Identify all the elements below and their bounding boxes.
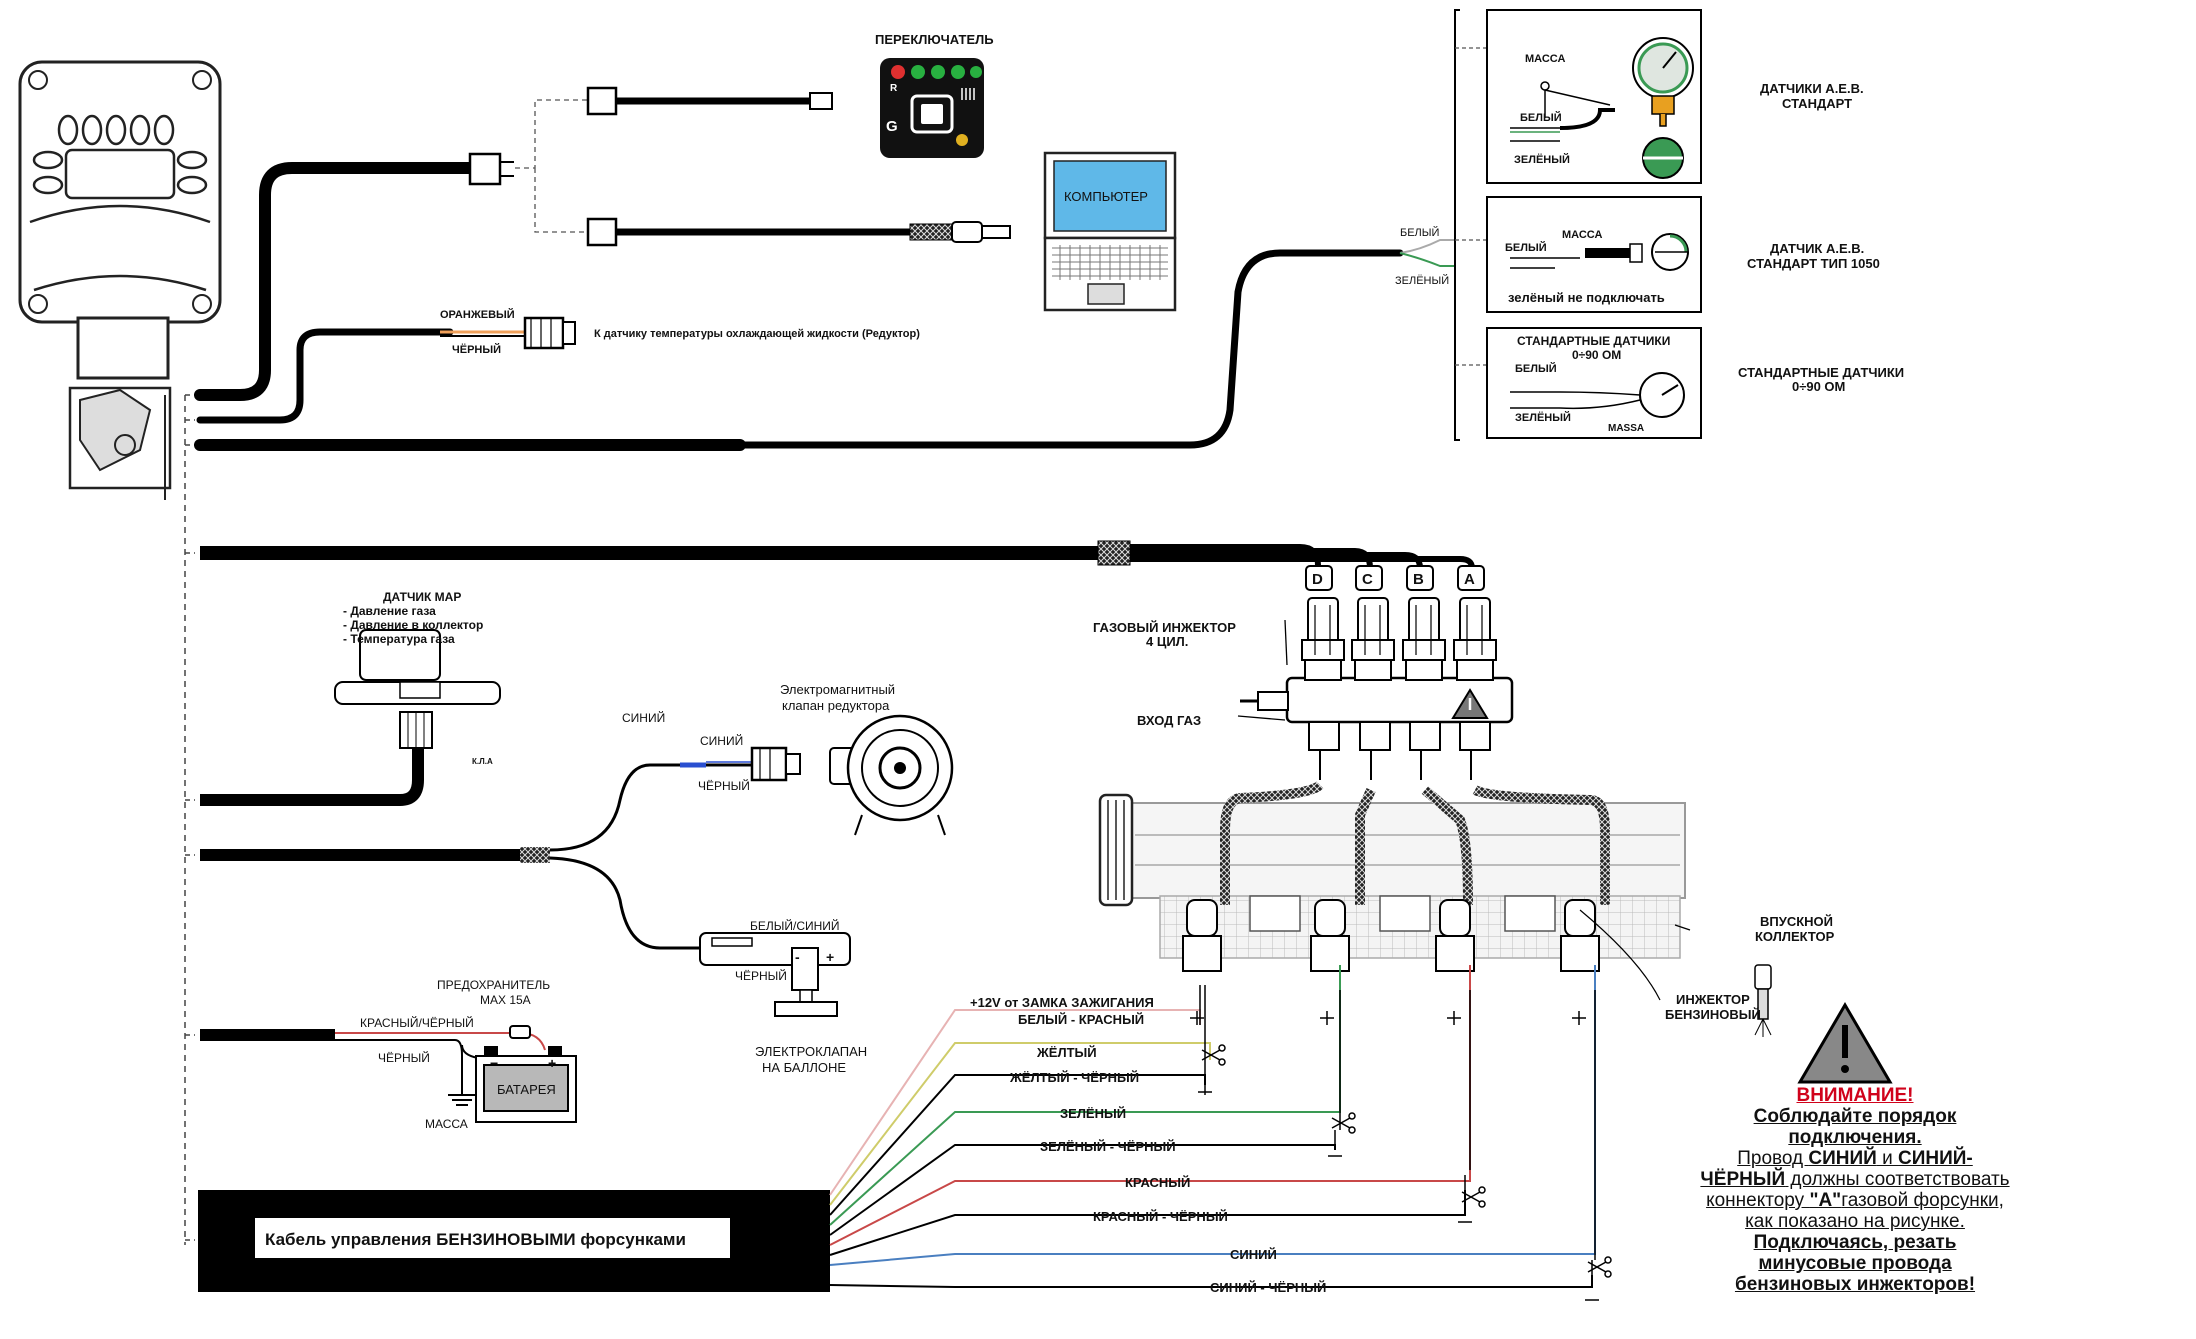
map-item-2: - Давление в коллектор [343, 618, 483, 632]
sensor2-title2: СТАНДАРТ ТИП 1050 [1747, 256, 1880, 271]
battery-plus: + [548, 1055, 556, 1071]
gas-hoses [1220, 781, 1610, 906]
sensor3-head2: 0÷90 ОМ [1572, 348, 1621, 362]
switch-harness [468, 86, 1011, 247]
sensor1-title1: ДАТЧИКИ A.E.B. [1760, 81, 1864, 96]
petrol-cable-label: Кабель управления БЕНЗИНОВЫМИ форсунками [265, 1230, 686, 1249]
map-sensor [334, 629, 501, 749]
warning-triangle-icon [1797, 1002, 1893, 1084]
reducer-solenoid-valve [829, 714, 954, 836]
manifold-inj1: ИНЖЕКТОР [1676, 992, 1750, 1007]
wire-yellow: ЖЁЛТЫЙ [1036, 1045, 1097, 1060]
black-wire-label: ЧЁРНЫЙ [452, 343, 501, 356]
sensor3-title2: 0÷90 ОМ [1792, 379, 1845, 394]
sensor1-white: БЕЛЫЙ [1520, 111, 1562, 124]
intake-manifold [1098, 793, 1686, 959]
battery-label: БАТАРЕЯ [497, 1082, 556, 1097]
switch-r-label: R [890, 83, 898, 94]
warning-title: ВНИМАНИЕ! [1796, 1085, 1914, 1106]
wire-blue: СИНИЙ [1230, 1247, 1277, 1262]
tank-valve-minus: - [795, 949, 800, 965]
rail-title1: ГАЗОВЫЙ ИНЖЕКТОР [1093, 620, 1236, 635]
battery-massa: МАССА [425, 1117, 468, 1131]
sensor1-green: ЗЕЛЁНЫЙ [1514, 153, 1570, 166]
switch-g-label: G [886, 118, 898, 135]
warning-line-1: Соблюдайте порядок подключения. [1753, 1106, 1957, 1148]
valve-black: ЧЁРНЫЙ [698, 778, 750, 793]
gas-injector-rail [1240, 565, 1514, 780]
rail-letter-b: B [1413, 571, 1424, 588]
sensor2-title1: ДАТЧИК A.E.B. [1770, 241, 1864, 256]
fuse-black: ЧЁРНЫЙ [378, 1050, 430, 1065]
sensor3-white: БЕЛЫЙ [1515, 362, 1557, 375]
sensor-box-aeb-1050 [1486, 196, 1702, 313]
map-item-3: - Температура газа [343, 632, 455, 646]
manifold-title1: ВПУСКНОЙ [1760, 914, 1833, 929]
sensor3-massa: MASSA [1608, 423, 1644, 434]
reducer-valve-connector [750, 746, 801, 782]
sensor1-title2: СТАНДАРТ [1782, 96, 1852, 111]
sensor2-white: БЕЛЫЙ [1505, 241, 1547, 254]
wire-blue-black: СИНИЙ - ЧЁРНЫЙ [1210, 1280, 1326, 1295]
battery-minus: − [490, 1055, 498, 1071]
tank-valve-title2: НА БАЛЛОНЕ [762, 1060, 846, 1075]
valve-blue1: СИНИЙ [622, 710, 665, 725]
map-title: ДАТЧИК МАР [383, 590, 461, 604]
warning-line-3: Подключаясь, резать минусовые провода бе… [1734, 1232, 1976, 1295]
valve-title2: клапан редуктора [782, 698, 890, 713]
mode-switch [880, 58, 984, 158]
computer-label: КОМПЬЮТЕР [1064, 189, 1148, 204]
warning-note: ВНИМАНИЕ! Соблюдайте порядок подключения… [1700, 1085, 2010, 1295]
rail-letter-a: A [1464, 571, 1475, 588]
valve-title1: Электромагнитный [780, 682, 895, 697]
tank-valve-plus: + [826, 949, 834, 965]
fuse-title2: MAX 15A [480, 993, 531, 1007]
temp-sensor-connector [523, 316, 576, 350]
fuse [509, 1025, 531, 1039]
orange-wire-label: ОРАНЖЕВЫЙ [440, 308, 515, 321]
ignition-label: +12V от ЗАМКА ЗАЖИГАНИЯ [970, 995, 1154, 1010]
wire-red: КРАСНЫЙ [1125, 1175, 1190, 1190]
battery [475, 1046, 577, 1123]
ecu-unit [18, 60, 222, 500]
laptop-computer [1043, 151, 1177, 312]
fuse-red-black: КРАСНЫЙ/ЧЁРНЫЙ [360, 1015, 474, 1030]
temp-sensor-desc: К датчику температуры охлаждающей жидкос… [594, 328, 920, 340]
map-cut-label: К.Л.А [472, 757, 493, 766]
sensor3-head1: СТАНДАРТНЫЕ ДАТЧИКИ [1517, 334, 1670, 348]
level-white-label: БЕЛЫЙ [1400, 226, 1439, 239]
level-green-label: ЗЕЛЁНЫЙ [1395, 274, 1449, 287]
tank-solenoid-valve [699, 932, 851, 1017]
tank-valve-title1: ЭЛЕКТРОКЛАПАН [755, 1044, 867, 1059]
wire-green-black: ЗЕЛЁНЫЙ - ЧЁРНЫЙ [1040, 1139, 1176, 1154]
valve-blue2: СИНИЙ [700, 733, 743, 748]
sensor2-massa: МАССА [1562, 229, 1602, 241]
map-item-1: - Давление газа [343, 604, 436, 618]
fuse-title1: ПРЕДОХРАНИТЕЛЬ [437, 978, 550, 992]
wire-green: ЗЕЛЁНЫЙ [1060, 1106, 1126, 1121]
rail-inlet: ВХОД ГАЗ [1137, 713, 1201, 728]
warning-line-2: Провод СИНИЙ и СИНИЙ-ЧЁРНЫЙ должны соотв… [1700, 1148, 2010, 1232]
wire-yellow-black: ЖЁЛТЫЙ - ЧЁРНЫЙ [1009, 1070, 1139, 1085]
wire-white-red: БЕЛЫЙ - КРАСНЫЙ [1018, 1012, 1144, 1027]
sensor1-massa: МАССА [1525, 53, 1565, 65]
sensor3-green: ЗЕЛЁНЫЙ [1515, 411, 1571, 424]
petrol-injectors [1182, 899, 1600, 972]
cut-marks [1190, 1011, 1612, 1301]
sensor2-note: зелёный не подключать [1508, 290, 1665, 305]
manifold-title2: КОЛЛЕКТОР [1755, 929, 1835, 944]
tank-valve-black: ЧЁРНЫЙ [735, 968, 787, 983]
rail-letter-c: C [1362, 571, 1373, 588]
rail-title2: 4 ЦИЛ. [1146, 634, 1188, 649]
wire-red-black: КРАСНЫЙ - ЧЁРНЫЙ [1093, 1209, 1228, 1224]
tank-valve-wire: БЕЛЫЙ/СИНИЙ [750, 918, 840, 933]
sensor3-title1: СТАНДАРТНЫЕ ДАТЧИКИ [1738, 365, 1904, 380]
sensor-box-aeb-standard [1486, 9, 1702, 184]
rail-letter-d: D [1312, 571, 1323, 588]
switch-title: ПЕРЕКЛЮЧАТЕЛЬ [875, 32, 994, 47]
manifold-inj2: БЕНЗИНОВЫЙ [1665, 1007, 1761, 1022]
sensor-box-standard-090 [1486, 327, 1702, 439]
petrol-injector-icon [1754, 964, 1772, 1037]
